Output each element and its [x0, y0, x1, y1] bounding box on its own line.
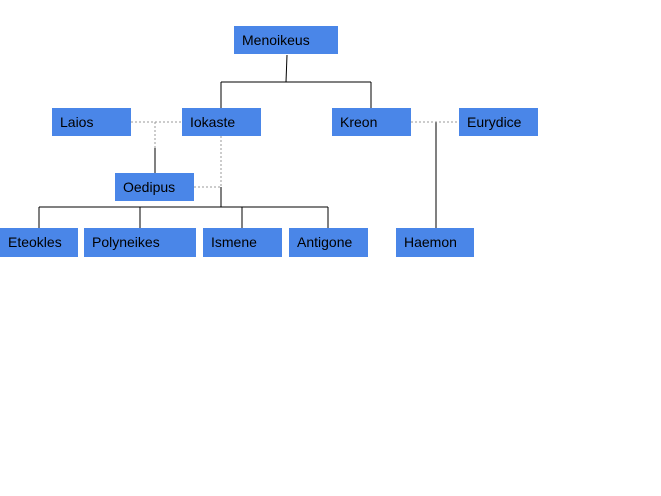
node-menoikeus: Menoikeus — [234, 26, 338, 54]
node-eurydice: Eurydice — [459, 108, 538, 136]
node-eteokles: Eteokles — [0, 228, 78, 257]
node-antigone: Antigone — [289, 228, 368, 257]
node-kreon: Kreon — [332, 108, 411, 136]
parent-child-line — [285, 54, 288, 83]
node-oedipus: Oedipus — [115, 173, 194, 201]
node-ismene: Ismene — [203, 228, 282, 257]
node-iokaste: Iokaste — [182, 108, 261, 136]
node-laios: Laios — [52, 108, 131, 136]
node-polyneikes: Polyneikes — [84, 228, 196, 257]
node-haemon: Haemon — [396, 228, 474, 257]
